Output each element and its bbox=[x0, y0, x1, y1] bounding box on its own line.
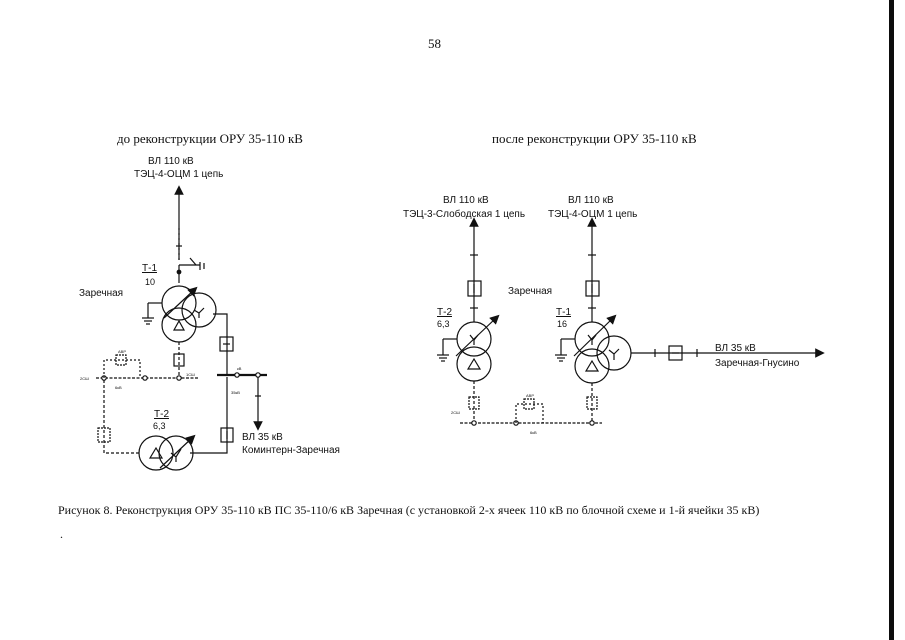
right-out-label-1: ВЛ 35 кВ bbox=[715, 343, 756, 354]
right-t1-name: Т-1 bbox=[556, 307, 571, 318]
left-scheme bbox=[96, 185, 267, 471]
right-scheme-text: ВЛ 110 кВ ТЭЦ-3-Слободская 1 цепь ВЛ 110… bbox=[403, 195, 800, 435]
left-t1-6kv-breaker bbox=[173, 353, 185, 367]
right-heading: после реконструкции ОРУ 35-110 кВ bbox=[492, 131, 697, 146]
left-small-2sh: 2СШ bbox=[80, 376, 89, 381]
right-small-6v: 6кВ bbox=[530, 430, 537, 435]
left-t2-winding-6 bbox=[138, 435, 174, 471]
right-small-2sh: 2СШ bbox=[451, 410, 460, 415]
figure-caption: Рисунок 8. Реконструкция ОРУ 35-110 кВ П… bbox=[58, 503, 760, 517]
right-t2-rating: 6,3 bbox=[437, 319, 450, 329]
right-t1-6kv-breaker bbox=[586, 396, 598, 410]
left-small-avr: АВР bbox=[118, 349, 126, 354]
left-small-1sh: 1СШ bbox=[186, 372, 195, 377]
left-substation-label: Заречная bbox=[79, 288, 123, 299]
page-edge-rule bbox=[889, 0, 894, 640]
left-scheme-text: ВЛ 110 кВ ТЭЦ-4-ОЦМ 1 цепь Заречная Т-1 … bbox=[79, 156, 340, 456]
left-out-label-2: Коминтерн-Заречная bbox=[242, 445, 340, 456]
page-number: 58 bbox=[428, 36, 441, 51]
left-out-label-1: ВЛ 35 кВ bbox=[242, 432, 283, 443]
left-t1-winding-35 bbox=[181, 292, 217, 328]
left-avr-breaker bbox=[115, 354, 127, 366]
right-t1-110kv-breaker bbox=[585, 280, 600, 297]
left-t2-35kv-breaker bbox=[220, 427, 234, 443]
right-t2-name: Т-2 bbox=[437, 307, 452, 318]
right-t2-110kv-breaker bbox=[467, 280, 482, 297]
right-t1-rating: 16 bbox=[557, 319, 567, 329]
right-line-b-label-2: ТЭЦ-4-ОЦМ 1 цепь bbox=[548, 209, 637, 220]
left-t2-name: Т-2 bbox=[154, 409, 169, 420]
right-small-avr: АВР bbox=[526, 393, 534, 398]
right-substation-label: Заречная bbox=[508, 286, 552, 297]
right-scheme bbox=[437, 217, 825, 426]
left-35kv-t1-breaker bbox=[219, 336, 234, 352]
left-small-35: 35кВ bbox=[231, 390, 240, 395]
right-line-a-label-2: ТЭЦ-3-Слободская 1 цепь bbox=[403, 208, 525, 220]
left-small-6v: 6кВ bbox=[115, 385, 122, 390]
right-line-a-label-1: ВЛ 110 кВ bbox=[443, 195, 489, 206]
left-t1-rating: 10 bbox=[145, 277, 155, 287]
left-heading: до реконструкции ОРУ 35-110 кВ bbox=[117, 131, 303, 146]
right-line-b-label-1: ВЛ 110 кВ bbox=[568, 195, 614, 206]
right-t2-6kv-breaker bbox=[468, 396, 480, 410]
caption-dot: . bbox=[60, 527, 63, 541]
left-small-kv: кВ bbox=[237, 366, 242, 371]
left-t2-6kv-breaker bbox=[97, 427, 111, 443]
right-out-label-2: Заречная-Гнусино bbox=[715, 358, 800, 369]
right-35kv-breaker bbox=[668, 345, 683, 361]
left-t1-name: Т-1 bbox=[142, 263, 157, 274]
right-avr-breaker bbox=[523, 398, 535, 410]
right-t2-winding-6 bbox=[456, 346, 492, 382]
left-line-label-2: ТЭЦ-4-ОЦМ 1 цепь bbox=[134, 169, 223, 180]
left-t2-rating: 6,3 bbox=[153, 421, 166, 431]
left-line-label-1: ВЛ 110 кВ bbox=[148, 156, 194, 167]
